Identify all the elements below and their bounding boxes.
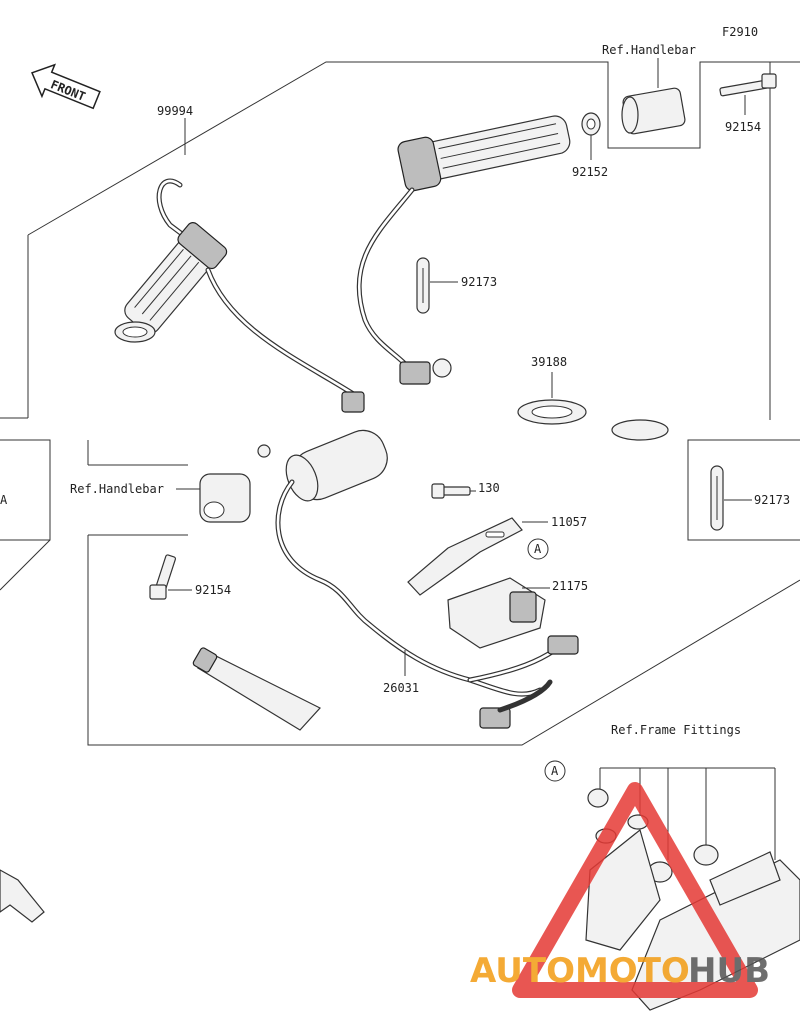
bar-end-weight-left [199,444,271,523]
callout-11057: 11057 [551,515,587,529]
callout-92154-left: 92154 [195,583,231,597]
automotohub-watermark: AUTOMOTO HUB [470,782,770,998]
callout-92173: 92173 [461,275,497,289]
bolt-130 [431,483,471,499]
watermark-part1: AUTOMOTO [470,951,690,991]
front-arrow-icon: FRONT [31,63,101,110]
heated-grip-right [356,115,571,385]
ref-handlebar-left: Ref.Handlebar [70,482,164,496]
callout-39188: 39188 [531,355,567,369]
callout-92173-right: 92173 [754,493,790,507]
marker-a-frame: A [551,764,559,778]
controller-unit [285,429,388,502]
callout-26031: 26031 [383,681,419,695]
ref-handlebar-top: Ref.Handlebar [602,43,696,57]
callout-92154-top: 92154 [725,120,761,134]
left-subbox [0,439,51,541]
callout-130: 130 [478,481,500,495]
grease-tube [192,647,321,731]
kit-outline-lower [87,535,800,746]
figure-code: F2910 [722,25,758,39]
callout-21175: 21175 [552,579,588,593]
kit-outline-upper [27,61,800,236]
callout-99994: 99994 [157,104,193,118]
watermark-triangle-icon [512,782,758,998]
bolt-92154-left [149,554,177,600]
marker-a-bracket: A [534,542,542,556]
bar-end-weight-top [621,87,686,135]
watermark-part2: HUB [688,951,770,991]
wire-harness-26031 [275,479,579,729]
left-subbox-marker: A [0,493,8,507]
bracket-11057 [407,517,523,596]
right-subbox [687,439,800,541]
frame-fragment-left [0,869,45,923]
relay-21175 [447,577,546,649]
callout-92152: 92152 [572,165,608,179]
heated-grip-left [114,178,365,413]
bolt-92154-top [719,73,777,97]
ref-frame-fittings: Ref.Frame Fittings [611,723,741,737]
